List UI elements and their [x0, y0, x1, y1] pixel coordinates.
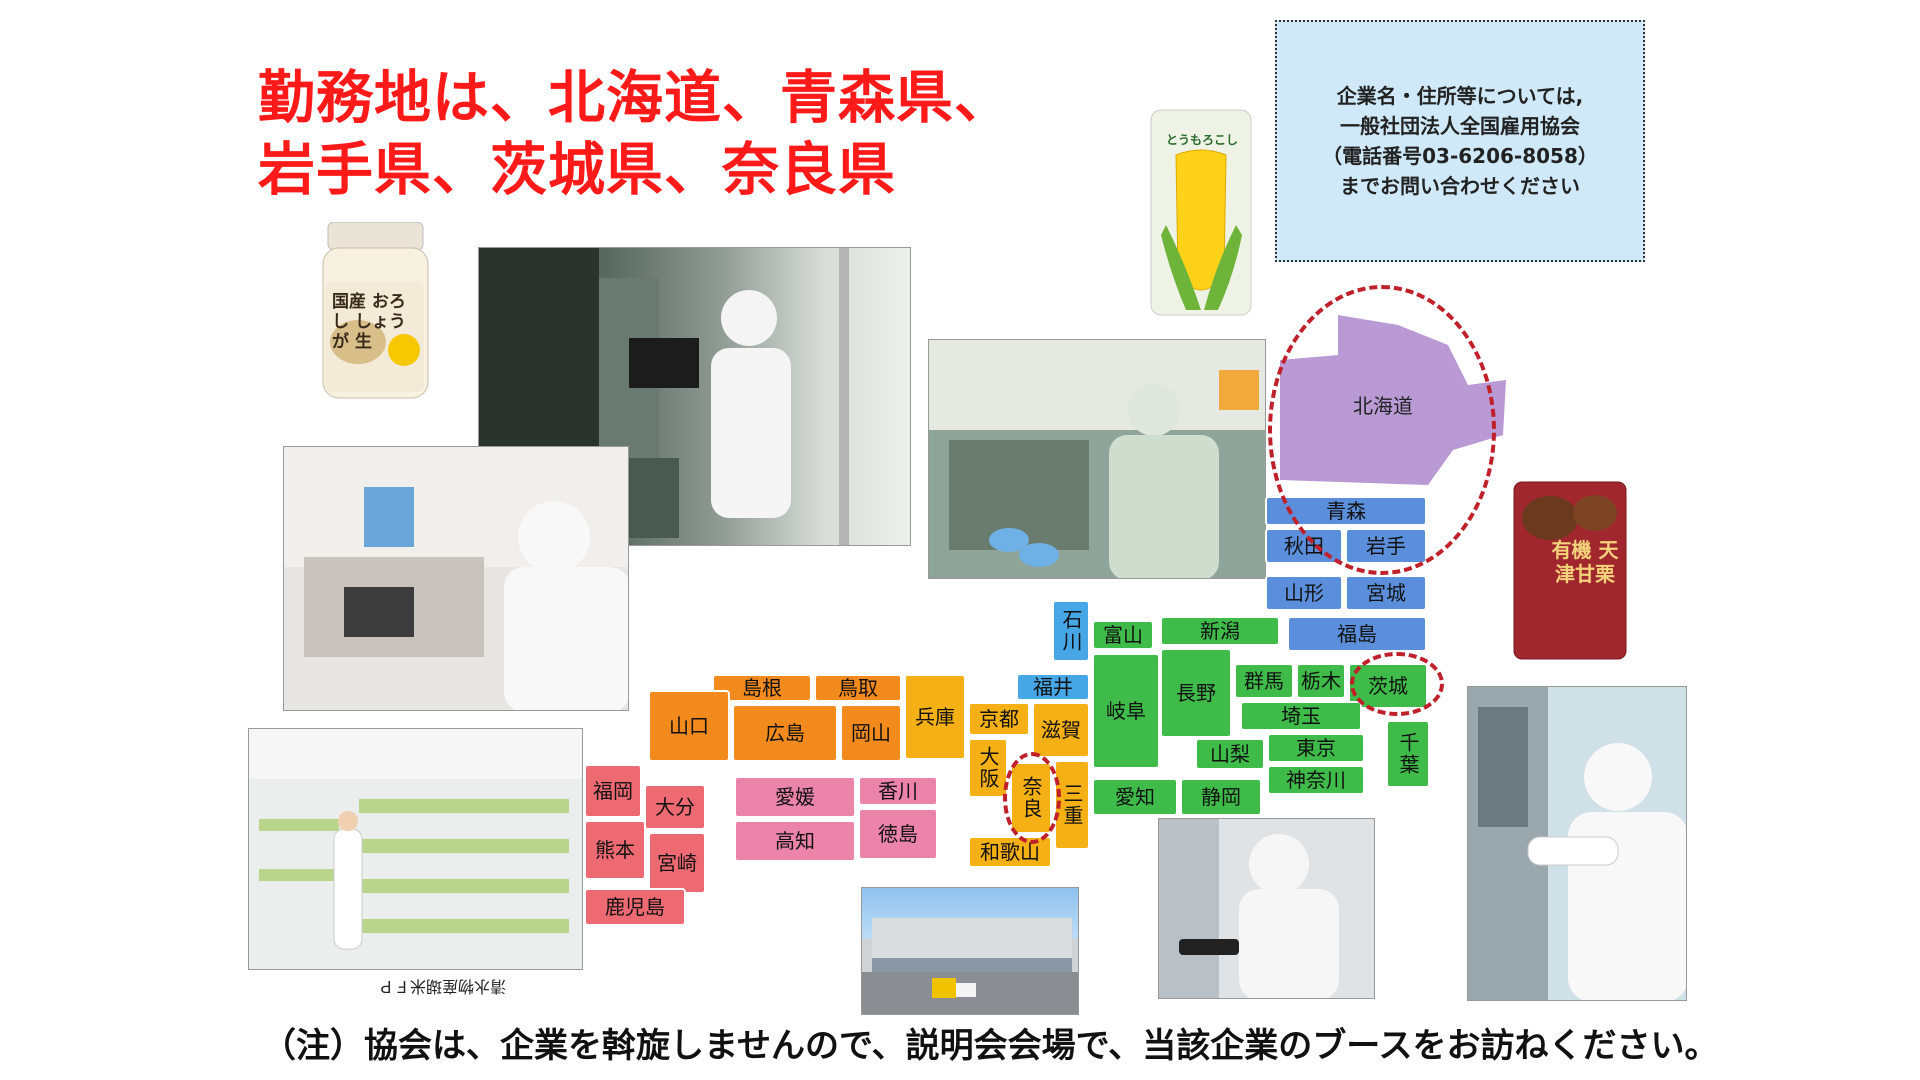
pref-saitama: 埼玉 — [1240, 701, 1362, 731]
pref-shiga: 滋賀 — [1032, 702, 1090, 758]
pref-okayama: 岡山 — [840, 704, 902, 762]
pref-fukuoka: 福岡 — [584, 764, 642, 818]
clean-room-worker-photo — [1467, 686, 1687, 1001]
pref-gunma: 群馬 — [1234, 663, 1294, 699]
pref-toyama: 富山 — [1092, 620, 1154, 650]
pref-yamaguchi: 山口 — [648, 690, 730, 762]
highlight-ibaraki — [1350, 652, 1444, 716]
pref-hyogo: 兵庫 — [904, 674, 966, 760]
quality-check-worker-photo — [1158, 818, 1375, 999]
pref-nagano: 長野 — [1160, 648, 1232, 738]
headline: 勤務地は、北海道、青森県、 岩手県、茨城県、奈良県 — [258, 62, 1018, 206]
highlight-nara — [1003, 752, 1061, 844]
pref-chiba: 千葉 — [1386, 720, 1430, 788]
pref-kagoshima: 鹿児島 — [584, 888, 686, 926]
notice-line-3: （電話番号03‐6206‐8058） — [1322, 144, 1598, 168]
pref-aichi: 愛知 — [1092, 778, 1178, 816]
pref-ehime: 愛媛 — [734, 776, 856, 818]
corn-label: とうもろこし — [1165, 133, 1238, 147]
warehouse-building-photo — [861, 887, 1079, 1015]
ginger-jar-product-image: 国産 おろし しょうが 生 — [318, 221, 433, 402]
chestnut-product-image: 有機 天津甘栗 — [1510, 478, 1630, 663]
pref-kumamoto: 熊本 — [584, 820, 646, 880]
pref-gifu: 岐阜 — [1092, 653, 1160, 769]
pref-shizuoka: 静岡 — [1180, 778, 1262, 816]
pref-miyagi: 宮城 — [1345, 575, 1427, 611]
highlight-hokkaido-iwate — [1268, 285, 1496, 575]
ginger-jar-label: 国産 おろし しょうが 生 — [332, 292, 406, 352]
headline-line-2: 岩手県、茨城県、奈良県 — [258, 137, 896, 203]
contact-notice-box: 企業名・住所等については, 一般社団法人全国雇用協会 （電話番号03‐6206‐… — [1275, 20, 1645, 262]
production-line-worker-photo — [928, 339, 1266, 579]
corn-product-image: とうもろこし — [1146, 105, 1256, 320]
pref-hiroshima: 広島 — [732, 704, 838, 762]
pref-yamagata: 山形 — [1265, 575, 1343, 611]
pref-kochi: 高知 — [734, 820, 856, 862]
footnote: （注）協会は、企業を斡旋しませんので、説明会会場で、当該企業のブースをお訪ねくだ… — [262, 1026, 1719, 1066]
pref-tochigi: 栃木 — [1296, 663, 1346, 699]
headline-line-1: 勤務地は、北海道、青森県、 — [258, 65, 1012, 131]
pref-tottori: 鳥取 — [814, 674, 902, 702]
pref-tokyo: 東京 — [1267, 733, 1365, 763]
notice-line-1: 企業名・住所等については, — [1336, 84, 1584, 108]
chestnut-label: 有機 天津甘栗 — [1551, 538, 1619, 586]
pref-kanagawa: 神奈川 — [1267, 765, 1365, 795]
pref-ishikawa: 石川 — [1052, 600, 1090, 662]
pref-oita: 大分 — [644, 784, 706, 830]
pref-fukui: 福井 — [1016, 673, 1090, 701]
pref-niigata: 新潟 — [1160, 616, 1280, 646]
notice-line-4: までお問い合わせください — [1339, 174, 1580, 198]
pref-osaka: 大阪 — [968, 738, 1008, 798]
pref-yamanashi: 山梨 — [1195, 738, 1265, 770]
pref-fukushima: 福島 — [1287, 616, 1427, 652]
pref-kyoto: 京都 — [968, 702, 1030, 736]
lab-worker-photo — [283, 446, 629, 711]
notice-line-2: 一般社団法人全国雇用協会 — [1339, 114, 1580, 138]
pref-miyazaki: 宮崎 — [648, 832, 706, 894]
pref-tokushima: 徳島 — [858, 808, 938, 860]
pref-kagawa: 香川 — [858, 776, 938, 806]
warehouse-shelves-photo — [248, 728, 583, 970]
